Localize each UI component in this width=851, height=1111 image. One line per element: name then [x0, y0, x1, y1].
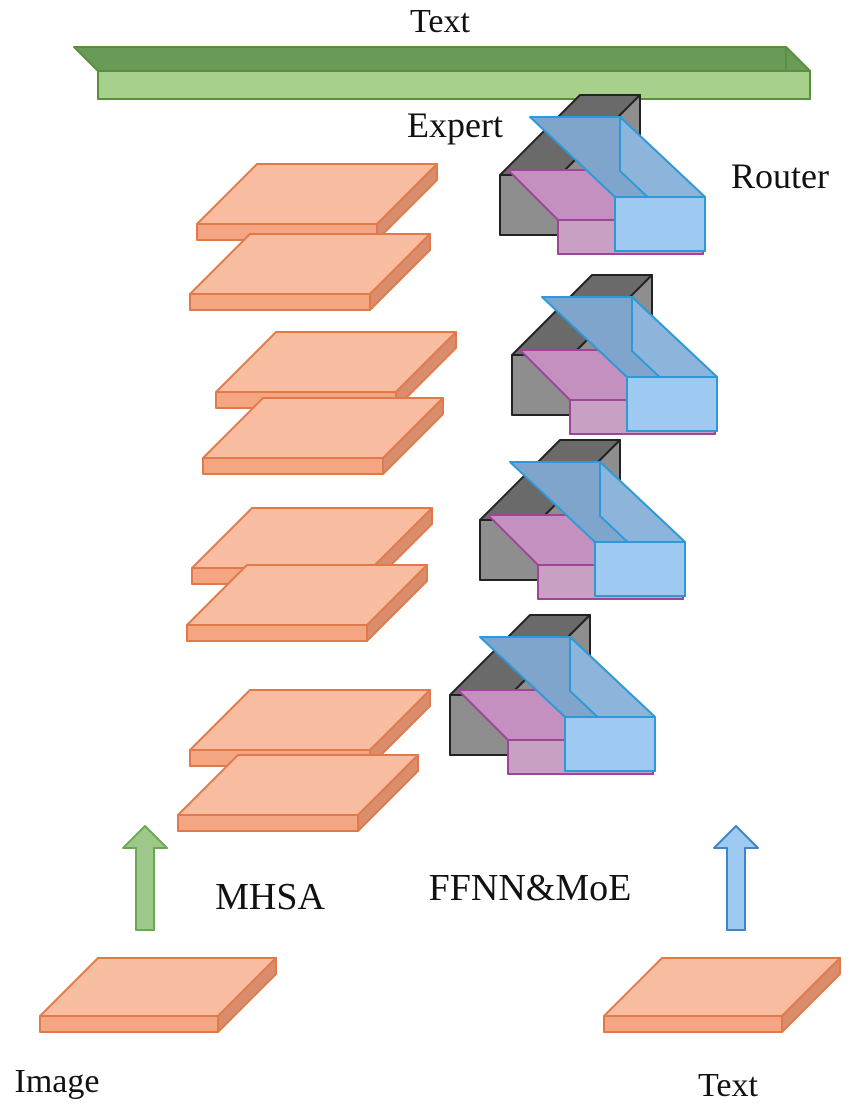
attention-plate-8-front [177, 814, 359, 832]
text-input-plate-front [603, 1015, 783, 1033]
bottom-text-label: Text [698, 1067, 758, 1104]
attention-plate-2-front [189, 293, 371, 311]
top-text-label: Text [410, 3, 470, 40]
mhsa-label: MHSA [215, 876, 325, 918]
image-input-plate-front [39, 1015, 219, 1033]
text-input-arrow [713, 825, 759, 931]
moe-layer-4-expert-front [564, 716, 656, 772]
moe-layer-3-expert-front [594, 541, 686, 597]
ffnn-moe-label: FFNN&MoE [429, 867, 632, 909]
top-output-bar-front [97, 70, 811, 100]
moe-layer-1-expert-front [614, 196, 706, 252]
top-output-bar-top [73, 46, 811, 72]
router-label: Router [731, 156, 829, 196]
image-input-arrow [122, 825, 168, 931]
moe-layer-2-expert-front [626, 376, 718, 432]
attention-plate-6-front [186, 624, 368, 642]
attention-plate-4-front [202, 457, 384, 475]
image-label: Image [15, 1063, 100, 1100]
expert-label: Expert [407, 105, 503, 145]
